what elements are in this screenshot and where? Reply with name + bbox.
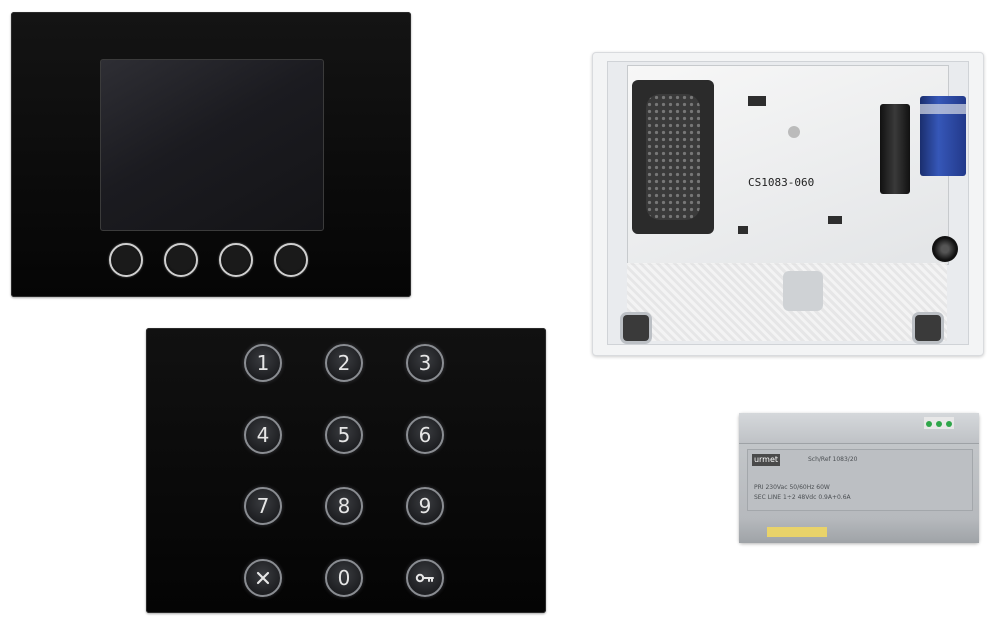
- key-9[interactable]: 9: [406, 487, 444, 525]
- monitor-button-1[interactable]: [109, 243, 143, 277]
- buzzer: [932, 236, 958, 262]
- key-4[interactable]: 4: [244, 416, 282, 454]
- key-1[interactable]: 1: [244, 344, 282, 382]
- monitor-button-3[interactable]: [219, 243, 253, 277]
- psu-terminals: [924, 417, 954, 429]
- psu-ref: Sch/Ref 1083/20: [808, 456, 858, 463]
- psu-brand: urmet: [752, 454, 780, 466]
- psu-primary: PRI 230Vac 50/60Hz 60W: [754, 484, 830, 491]
- psu-face: urmet Sch/Ref 1083/20 PRI 230Vac 50/60Hz…: [747, 449, 973, 511]
- monitor-button-2[interactable]: [164, 243, 198, 277]
- keypad-panel: 1 2 3 4 5 6 7 8 9 0: [146, 328, 546, 613]
- key-7[interactable]: 7: [244, 487, 282, 525]
- key-icon: [415, 573, 434, 583]
- audio-module: CS1083-060: [592, 52, 984, 356]
- mount-foot-right: [915, 315, 941, 341]
- key-3[interactable]: 3: [406, 344, 444, 382]
- capacitor-blue: [920, 96, 966, 176]
- key-5[interactable]: 5: [325, 416, 363, 454]
- psu-bottom: [739, 517, 979, 543]
- psu-secondary: SEC LINE 1÷2 48Vdc 0.9A+0.6A: [754, 494, 851, 501]
- speaker: [632, 80, 714, 234]
- key-8[interactable]: 8: [325, 487, 363, 525]
- sensor: [783, 271, 823, 311]
- key-door[interactable]: [406, 559, 444, 597]
- circuit-board: CS1083-060: [627, 65, 966, 265]
- key-2[interactable]: 2: [325, 344, 363, 382]
- cancel-icon: [256, 571, 270, 585]
- capacitor-black: [880, 104, 910, 194]
- mount-foot-left: [623, 315, 649, 341]
- video-monitor: [11, 12, 411, 297]
- monitor-button-4[interactable]: [274, 243, 308, 277]
- pcb-label: CS1083-060: [748, 176, 815, 189]
- power-supply: urmet Sch/Ref 1083/20 PRI 230Vac 50/60Hz…: [739, 413, 979, 543]
- key-6[interactable]: 6: [406, 416, 444, 454]
- psu-din-clip: [767, 527, 827, 537]
- key-0[interactable]: 0: [325, 559, 363, 597]
- monitor-screen: [100, 59, 324, 231]
- key-cancel[interactable]: [244, 559, 282, 597]
